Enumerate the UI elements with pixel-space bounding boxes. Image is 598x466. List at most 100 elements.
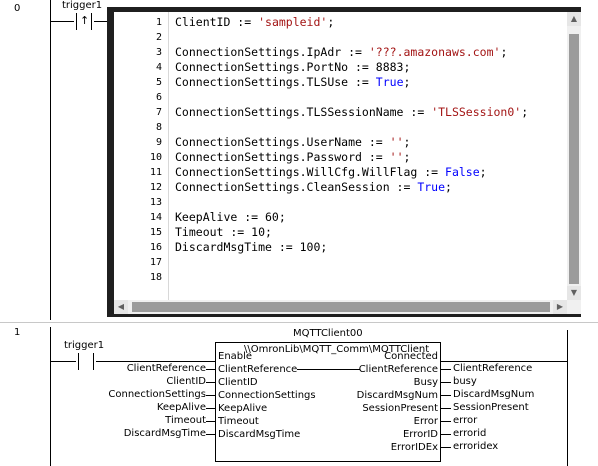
- output-variable[interactable]: DiscardMsgNum: [453, 389, 535, 400]
- code-line[interactable]: ConnectionSettings.UserName := '';: [175, 135, 410, 150]
- fb-output-pin: DiscardMsgNum: [356, 390, 438, 401]
- code-text: ;: [327, 15, 335, 29]
- fb-type-name: \\OmronLib\MQTT_Comm\MQTTClient: [244, 344, 430, 355]
- scroll-left-arrow-icon[interactable]: ◀: [114, 300, 128, 314]
- line-number: 2: [155, 32, 162, 43]
- code-line[interactable]: ConnectionSettings.WillCfg.WillFlag := F…: [175, 165, 487, 180]
- fb-output-pin: Busy: [413, 377, 438, 388]
- code-text: ;: [403, 75, 411, 89]
- code-text: ConnectionSettings.CleanSession :=: [175, 180, 418, 194]
- line-number: 11: [149, 167, 162, 178]
- code-text: ConnectionSettings.UserName :=: [175, 135, 390, 149]
- output-connector: [441, 395, 451, 396]
- fb-input-pin: DiscardMsgTime: [218, 429, 301, 440]
- output-variable[interactable]: busy: [453, 376, 477, 387]
- client-reference-link: [297, 369, 360, 370]
- rung-wire: [50, 21, 74, 22]
- code-text: ;: [479, 165, 487, 179]
- input-connector: [206, 369, 215, 370]
- fb-output-pin: SessionPresent: [362, 403, 438, 414]
- code-line[interactable]: ClientID := 'sampleid';: [175, 15, 334, 30]
- line-number: 10: [149, 152, 162, 163]
- line-number: 3: [155, 47, 162, 58]
- code-line[interactable]: ConnectionSettings.Password := '';: [175, 150, 410, 165]
- contact-label: trigger1: [64, 340, 105, 351]
- code-line[interactable]: ConnectionSettings.TLSUse := True;: [175, 75, 410, 90]
- input-variable[interactable]: Timeout: [165, 415, 206, 426]
- rung-separator: [0, 322, 598, 323]
- code-text: ;: [403, 135, 411, 149]
- code-text: ClientID :=: [175, 15, 259, 29]
- line-number: 6: [155, 92, 162, 103]
- code-line[interactable]: KeepAlive := 60;: [175, 210, 286, 225]
- scroll-down-arrow-icon[interactable]: ▼: [567, 286, 581, 300]
- output-variable[interactable]: erroridex: [453, 441, 499, 452]
- input-variable[interactable]: KeepAlive: [156, 402, 206, 413]
- vertical-scrollbar[interactable]: ▲ ▼: [567, 12, 581, 308]
- output-variable[interactable]: error: [453, 415, 478, 426]
- keyword: True: [417, 180, 446, 194]
- fb-instance-name[interactable]: MQTTClient00: [293, 328, 363, 339]
- rung-wire: [441, 361, 567, 362]
- output-connector: [441, 408, 451, 409]
- input-variable[interactable]: ClientReference: [126, 363, 206, 374]
- rising-edge-contact[interactable]: ↑: [74, 13, 94, 30]
- contact-label: trigger1: [62, 0, 103, 11]
- output-variable[interactable]: errorid: [453, 428, 487, 439]
- keyword: True: [375, 75, 404, 89]
- output-connector: [441, 369, 451, 370]
- line-number: 4: [155, 62, 162, 73]
- input-variable[interactable]: ConnectionSettings: [108, 389, 206, 400]
- rung-number: 0: [14, 3, 21, 14]
- rung-wire: [94, 21, 107, 22]
- fb-input-pin: KeepAlive: [218, 403, 268, 414]
- output-variable[interactable]: ClientReference: [453, 363, 533, 374]
- code-text: ConnectionSettings.Password :=: [175, 150, 390, 164]
- output-variable[interactable]: SessionPresent: [453, 402, 529, 413]
- fb-output-pin: Error: [413, 416, 438, 427]
- code-text: ;: [521, 105, 529, 119]
- scroll-right-arrow-icon[interactable]: ▶: [553, 300, 567, 314]
- code-line[interactable]: ConnectionSettings.IpAdr := '???.amazona…: [175, 45, 507, 60]
- code-line[interactable]: Timeout := 10;: [175, 225, 272, 240]
- left-power-rail: [50, 0, 51, 320]
- line-number: 5: [155, 77, 162, 88]
- code-line[interactable]: ConnectionSettings.PortNo := 8883;: [175, 60, 410, 75]
- line-number: 1: [155, 17, 162, 28]
- fb-output-pin: ClientReference: [358, 364, 438, 375]
- rising-edge-icon: ↑: [80, 14, 90, 27]
- line-number: 18: [149, 272, 162, 283]
- line-number: 9: [155, 137, 162, 148]
- horizontal-scroll-thumb[interactable]: [132, 302, 550, 312]
- output-connector: [441, 447, 451, 448]
- code-line[interactable]: ConnectionSettings.CleanSession := True;: [175, 180, 452, 195]
- input-variable[interactable]: ClientID: [166, 376, 206, 387]
- code-text: ConnectionSettings.PortNo := 8883;: [175, 60, 411, 74]
- code-text: ConnectionSettings.TLSUse :=: [175, 75, 376, 89]
- code-text: ConnectionSettings.IpAdr :=: [175, 45, 369, 59]
- rung-wire: [50, 361, 76, 362]
- input-variable[interactable]: DiscardMsgTime: [123, 428, 206, 439]
- fb-input-pin: Timeout: [218, 416, 259, 427]
- no-contact[interactable]: [76, 353, 96, 370]
- horizontal-scrollbar[interactable]: ◀ ▶: [114, 300, 567, 314]
- code-line[interactable]: DiscardMsgTime := 100;: [175, 240, 327, 255]
- string-literal: 'sampleid': [258, 15, 328, 29]
- line-number: 13: [149, 197, 162, 208]
- string-literal: 'TLSSession0': [431, 105, 522, 119]
- left-power-rail: [50, 327, 51, 466]
- code-line[interactable]: ConnectionSettings.TLSSessionName := 'TL…: [175, 105, 528, 120]
- fb-input-pin: Enable: [218, 351, 253, 362]
- line-number: 8: [155, 122, 162, 133]
- keyword: False: [445, 165, 480, 179]
- vertical-scroll-thumb[interactable]: [569, 34, 579, 284]
- scroll-up-arrow-icon[interactable]: ▲: [567, 12, 581, 26]
- rung-number: 1: [14, 327, 21, 338]
- rung-wire: [96, 361, 215, 362]
- fb-input-pin: ClientReference: [218, 364, 298, 375]
- input-connector: [206, 421, 215, 422]
- code-text: DiscardMsgTime := 100;: [175, 240, 328, 254]
